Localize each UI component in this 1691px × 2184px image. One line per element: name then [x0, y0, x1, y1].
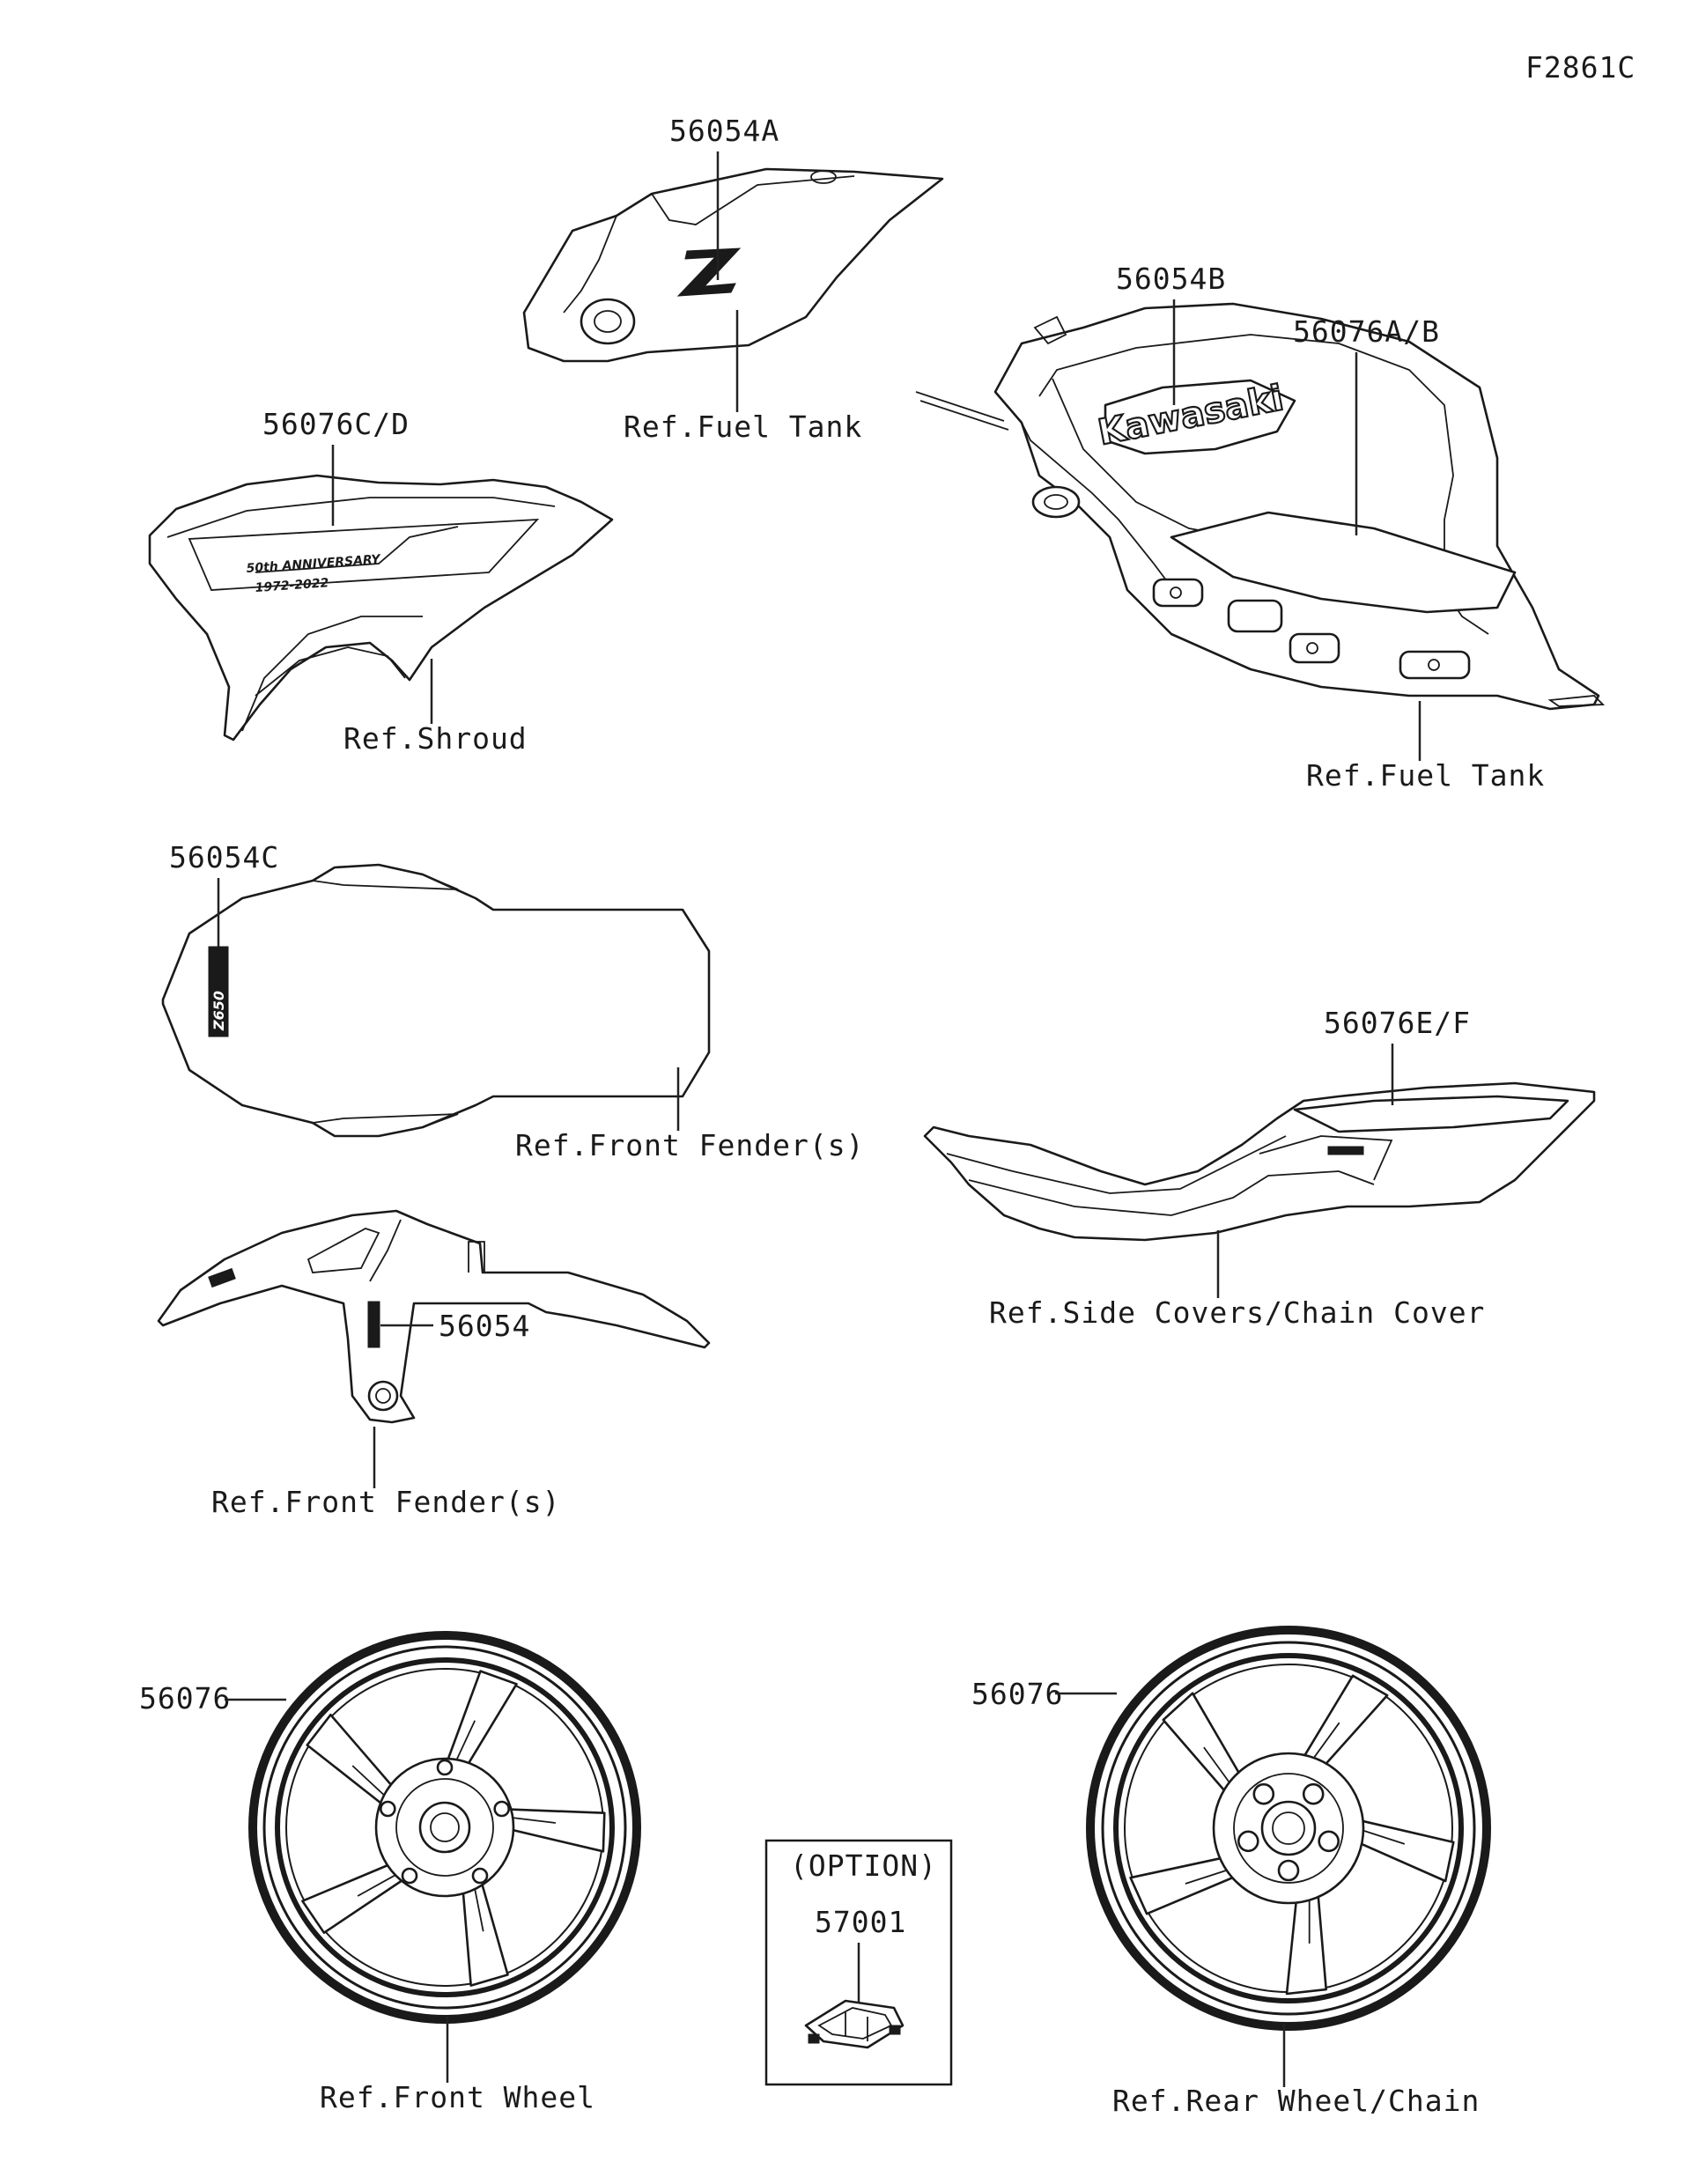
front-fender-side	[157, 1209, 711, 1424]
label-ref-shroud: Ref.Shroud	[343, 721, 528, 756]
label-ref-fuel-tank-2: Ref.Fuel Tank	[1306, 758, 1545, 793]
wheel-bolt	[493, 1800, 511, 1818]
wheel-spoke	[1300, 1674, 1389, 1770]
wheel-hole	[1318, 1830, 1340, 1853]
wheel-hole	[1277, 1859, 1300, 1882]
wheel-spoke	[1285, 1889, 1327, 1996]
label-56076-front: 56076	[139, 1681, 231, 1715]
wheel-spoke	[1129, 1856, 1240, 1915]
label-56054B: 56054B	[1116, 262, 1226, 296]
wheel-hole	[1252, 1782, 1275, 1805]
wheel-spoke	[301, 1861, 410, 1934]
side-covers	[923, 1081, 1596, 1242]
rear-wheel-spokes	[1129, 1674, 1455, 1996]
label-option: (OPTION)	[790, 1848, 937, 1883]
wheel-spoke	[1355, 1819, 1455, 1883]
label-ref-front-fender-1: Ref.Front Fender(s)	[515, 1128, 865, 1162]
front-wheel	[248, 1631, 641, 2024]
fuel-tank: Kawasaki	[915, 302, 1606, 711]
wheel-hole	[1237, 1830, 1259, 1853]
shroud: 50th ANNIVERSARY 1972-2022	[148, 474, 614, 742]
z-decal	[676, 247, 742, 297]
label-56054C: 56054C	[169, 840, 279, 874]
wheel-spoke	[502, 1808, 606, 1853]
wheel-bolt	[436, 1759, 454, 1776]
label-ref-front-wheel: Ref.Front Wheel	[320, 2080, 595, 2114]
part-57001	[804, 1999, 905, 2049]
wheel-bolt	[379, 1800, 396, 1818]
anniversary-decal-line2: 1972-2022	[255, 576, 329, 595]
option-box: (OPTION) 57001	[764, 1839, 953, 2086]
label-56054: 56054	[439, 1309, 530, 1343]
wheel-hole	[1302, 1782, 1325, 1805]
label-56054A: 56054A	[669, 114, 779, 148]
label-ref-rear-wheel: Ref.Rear Wheel/Chain	[1112, 2084, 1480, 2118]
fuel-tank-side-cover	[522, 167, 944, 363]
wheel-bolt	[471, 1867, 489, 1885]
wheel-spoke	[444, 1670, 518, 1771]
wheel-spoke	[462, 1876, 509, 1987]
label-ref-side-covers: Ref.Side Covers/Chain Cover	[989, 1295, 1485, 1330]
rear-wheel	[1086, 1626, 1491, 2031]
label-56076AB: 56076A/B	[1293, 314, 1440, 349]
figure-id: F2861C	[1525, 50, 1636, 85]
label-57001: 57001	[815, 1905, 906, 1939]
label-56076EF: 56076E/F	[1324, 1006, 1471, 1040]
svg-text:Z650: Z650	[210, 991, 227, 1031]
label-ref-front-fender-2: Ref.Front Fender(s)	[211, 1485, 561, 1519]
label-56076CD: 56076C/D	[262, 407, 410, 441]
wheel-bolt	[401, 1867, 418, 1885]
label-56076-rear: 56076	[971, 1677, 1063, 1711]
label-ref-fuel-tank-1: Ref.Fuel Tank	[624, 410, 862, 444]
front-fender-top: Z650	[161, 863, 711, 1138]
